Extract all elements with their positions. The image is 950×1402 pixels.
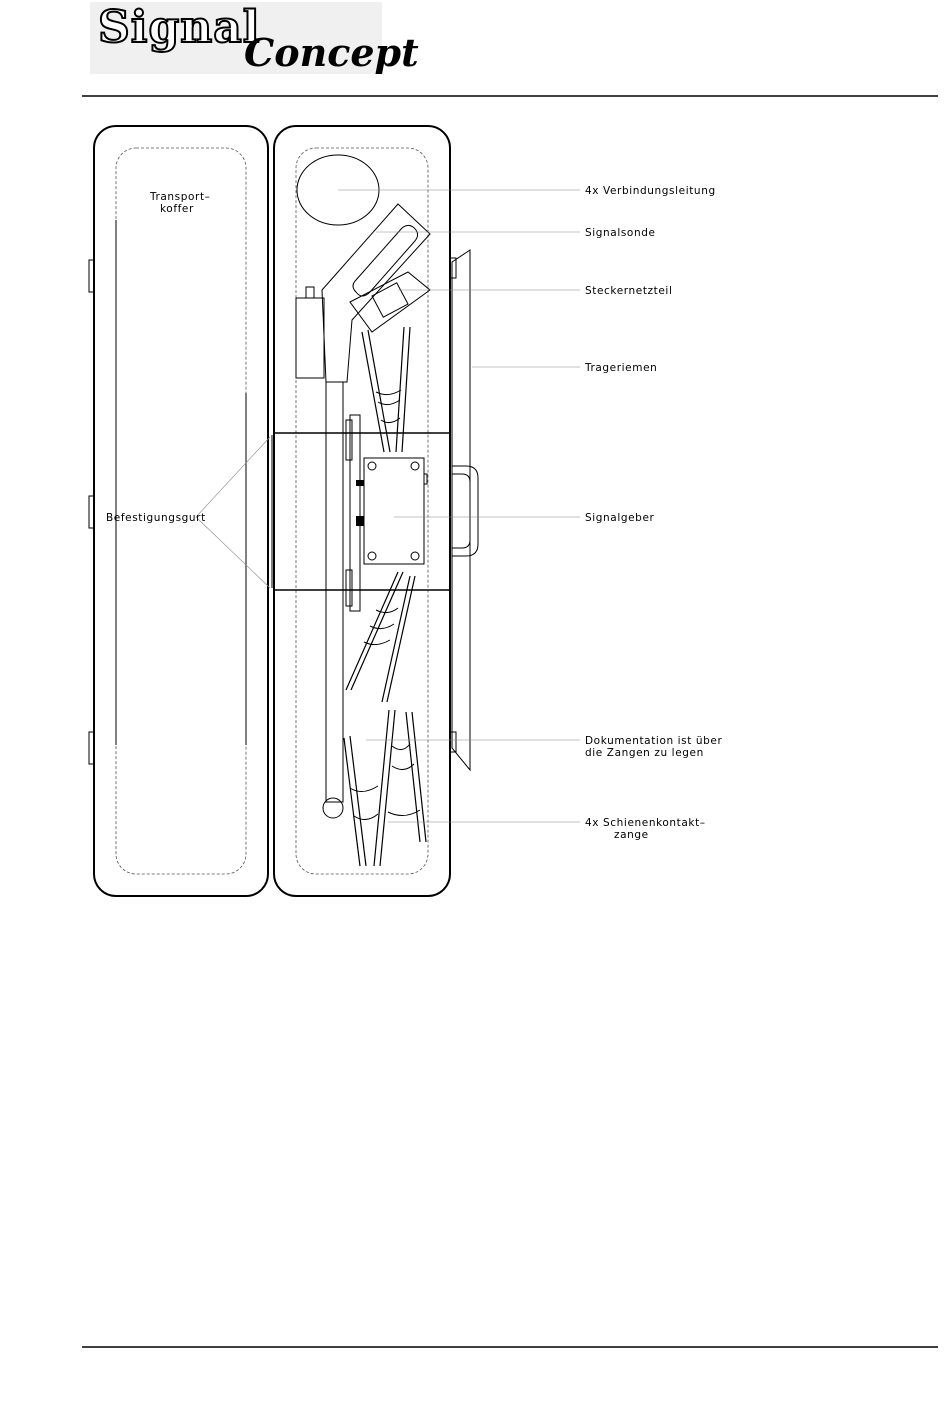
label-befestigungsgurt: Befestigungsgurt — [106, 512, 206, 524]
mounting-bracket — [346, 415, 364, 611]
battery-pack — [296, 287, 324, 378]
lid-inner-outline — [116, 148, 246, 874]
label-transport-line1: Transport– — [149, 191, 211, 203]
signal-concept-logo: Signal Concept — [90, 2, 419, 75]
label-steckernetzteil: Steckernetzteil — [585, 285, 672, 297]
label-trageriemen: Trageriemen — [584, 362, 657, 374]
signal-generator — [364, 458, 427, 564]
carrying-strap — [452, 250, 470, 770]
logo-signal-text: Signal — [98, 2, 260, 53]
case-lid — [89, 126, 268, 896]
label-dokumentation-line1: Dokumentation ist über — [585, 735, 722, 747]
logo-concept-text: Concept — [244, 30, 419, 75]
label-signalgeber: Signalgeber — [585, 512, 655, 524]
label-zange-line1: 4x Schienenkontakt– — [585, 817, 706, 829]
label-signalsonde: Signalsonde — [585, 227, 656, 239]
label-transport-line2: koffer — [160, 203, 194, 215]
label-verbindungsleitung: 4x Verbindungsleitung — [585, 185, 716, 197]
plug-power-supply — [350, 272, 430, 332]
rail-clamp-lower — [344, 710, 426, 866]
body-inner-outline — [296, 148, 428, 874]
label-zange-line2: zange — [614, 829, 649, 841]
case-handle — [452, 466, 478, 556]
fastening-strap — [196, 433, 450, 590]
label-dokumentation-line2: die Zangen zu legen — [585, 747, 704, 759]
rail-clamp-middle — [346, 572, 415, 702]
lid-outline — [94, 126, 268, 896]
leader-lines — [338, 190, 580, 822]
